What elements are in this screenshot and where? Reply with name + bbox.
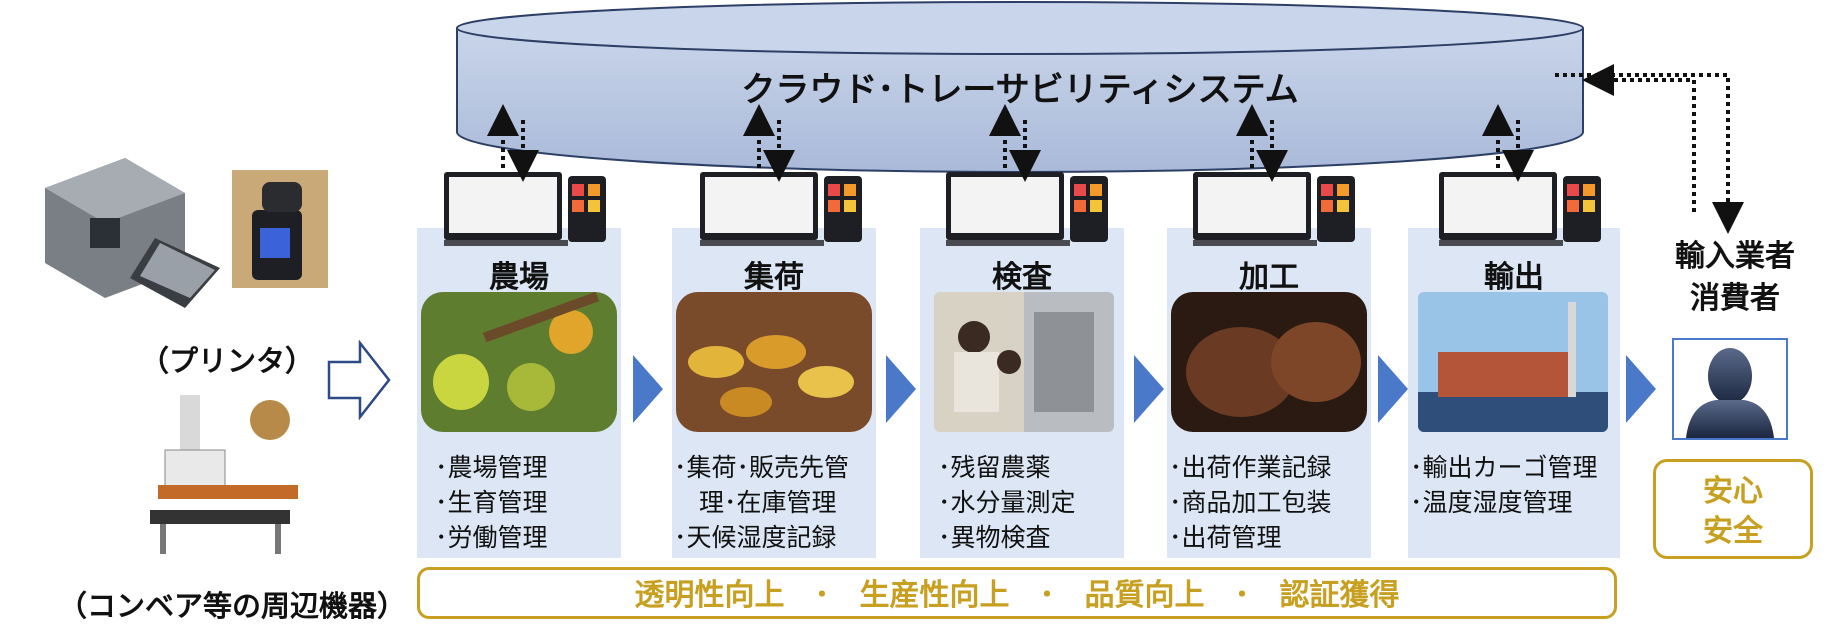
safety-line-2: 安全 [1703,514,1763,549]
laptop-tablet-icon [1193,172,1355,246]
bullet-item: ･天候湿度記録 [674,523,837,552]
flow-arrow [886,355,916,423]
stage-title: 農場 [489,260,549,295]
flow-arrow [633,355,663,423]
safety-line-1: 安心 [1703,474,1763,509]
bullet-item: ･生育管理 [435,488,548,517]
consumer-avatar-icon [1672,338,1788,440]
bullet-item: 理･在庫管理 [674,488,837,517]
bullet-item: ･集荷･販売先管 [674,453,850,482]
laptop-tablet-icon [1439,172,1601,246]
conveyor-machine-image [150,395,298,554]
flow-arrow [1134,355,1164,423]
label-printer-image [45,158,220,308]
bullet-item: ･農場管理 [435,453,548,482]
bullet-item: ･商品加工包装 [1169,488,1332,517]
bullet-item: ･労働管理 [435,523,548,552]
stage-title: 検査 [992,260,1052,295]
consumer-label: 消費者 [1690,281,1780,316]
cloud-system-cylinder [456,1,1584,173]
farm-photo [421,292,617,432]
inspection-photo [934,292,1114,432]
bullet-item: ･出荷管理 [1169,523,1282,552]
bullet-item: ･水分量測定 [938,488,1076,517]
printer-label: （プリンタ） [140,344,315,378]
stage-panel-inspection: 検査 ･残留農薬 ･水分量測定 ･異物検査 [920,228,1124,558]
laptop-tablet-icon [700,172,862,246]
laptop-tablet-icon [444,172,606,246]
benefits-banner: 透明性向上 ･ 生産性向上 ･ 品質向上 ･ 認証獲得 [417,567,1617,619]
bullet-item: ･残留農薬 [938,453,1051,482]
stage-panel-farm: 農場 ･農場管理 ･生育管理 ･労働管理 [417,228,621,558]
collection-photo [676,292,872,432]
flow-arrow [1378,355,1408,423]
bullet-item: ･異物検査 [938,523,1051,552]
safety-badge: 安心 安全 [1653,459,1813,559]
bullet-item: ･出荷作業記録 [1169,453,1332,482]
importer-label: 輸入業者 [1675,239,1795,274]
laptop-tablet-icon [946,172,1108,246]
peripheral-label: （コンベア等の周辺機器） [58,589,407,623]
stage-panel-collection: 集荷 ･集荷･販売先管 理･在庫管理 ･天候湿度記録 [672,228,876,558]
flow-arrow [1626,355,1656,423]
importer-upload-arrow [1582,64,1696,212]
processing-photo [1171,292,1367,432]
handheld-printer-image [232,170,328,288]
stage-panel-export: 輸出 ･輸出カーゴ管理 ･温度湿度管理 [1408,228,1620,558]
cloud-system-title: クラウド･トレーサビリティシステム [741,70,1299,110]
hollow-right-arrow [327,340,391,420]
stage-title: 集荷 [744,260,804,295]
export-photo [1418,292,1608,432]
bullet-item: ･輸出カーゴ管理 [1410,453,1598,482]
stage-title: 輸出 [1484,260,1544,295]
bullet-item: ･温度湿度管理 [1410,488,1573,517]
stage-panel-processing: 加工 ･出荷作業記録 ･商品加工包装 ･出荷管理 [1167,228,1371,558]
stage-title: 加工 [1239,260,1299,295]
